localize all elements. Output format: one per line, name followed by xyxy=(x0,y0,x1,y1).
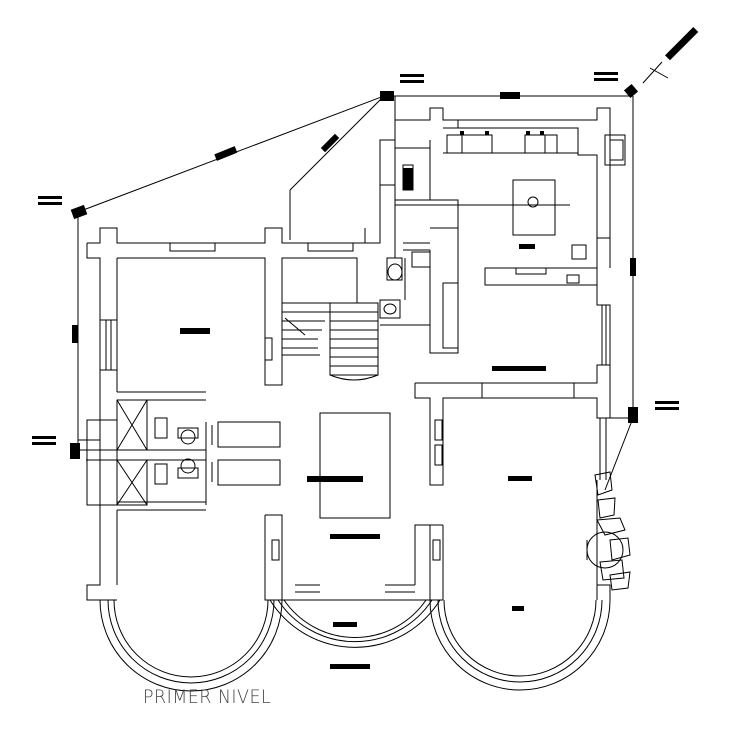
living-walls xyxy=(415,250,633,485)
bay-windows xyxy=(100,480,610,691)
drawing-title: PRIMER NIVEL xyxy=(143,686,272,708)
fireplace xyxy=(587,472,630,590)
stairs xyxy=(282,258,378,380)
service-bath xyxy=(380,243,430,325)
markers xyxy=(32,27,699,669)
central-table xyxy=(320,413,390,518)
bathrooms xyxy=(78,400,280,505)
kitchen-block xyxy=(365,108,625,365)
plumbing xyxy=(78,96,633,440)
exterior-walls xyxy=(87,228,443,600)
